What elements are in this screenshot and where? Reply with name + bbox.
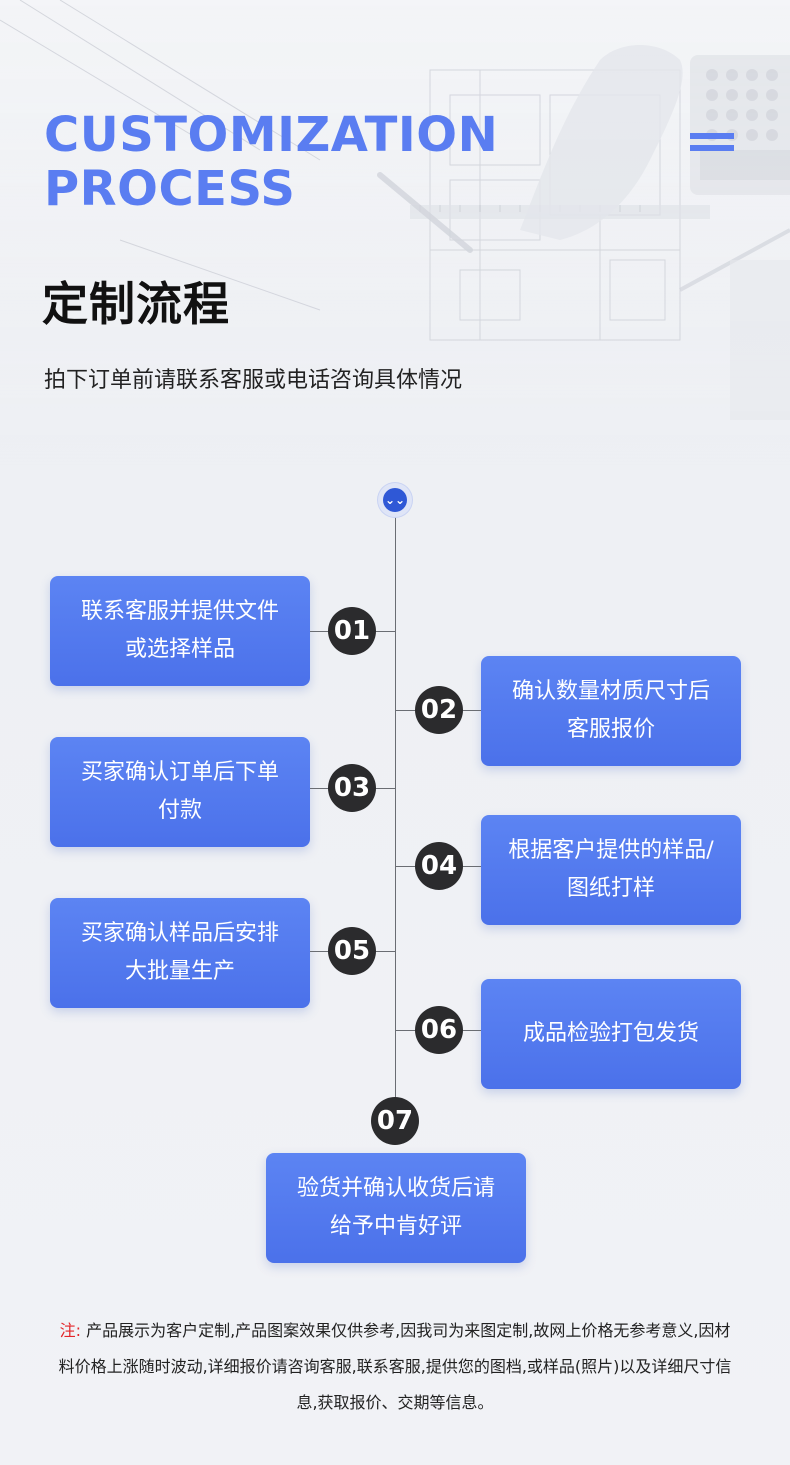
background-drawing-image: [0, 0, 790, 470]
english-title: CUSTOMIZATION PROCESS: [44, 108, 498, 216]
step-card-01: 联系客服并提供文件或选择样品: [50, 576, 310, 686]
step-number-06: 06: [415, 1006, 463, 1054]
step-card-06: 成品检验打包发货: [481, 979, 741, 1089]
step-text-01: 联系客服并提供文件或选择样品: [80, 599, 279, 662]
step-text-07: 验货并确认收货后请给予中肯好评: [296, 1176, 495, 1239]
page-title: 定制流程: [42, 277, 230, 331]
menu-bars-icon: [690, 133, 734, 157]
timeline-line: [395, 500, 396, 1100]
note-label: 注:: [59, 1321, 81, 1340]
step-number-07: 07: [371, 1097, 419, 1145]
step-text-06: 成品检验打包发货: [522, 1021, 699, 1046]
step-card-04: 根据客户提供的样品/图纸打样: [481, 815, 741, 925]
step-number-03: 03: [328, 764, 376, 812]
step-text-04: 根据客户提供的样品/图纸打样: [508, 838, 714, 901]
step-card-02: 确认数量材质尺寸后客服报价: [481, 656, 741, 766]
step-card-03: 买家确认订单后下单付款: [50, 737, 310, 847]
double-chevron-down-icon: ⌄⌄: [378, 483, 412, 517]
step-number-02: 02: [415, 686, 463, 734]
step-card-07: 验货并确认收货后请给予中肯好评: [266, 1153, 526, 1263]
disclaimer-note: 注: 产品展示为客户定制,产品图案效果仅供参考,因我司为来图定制,故网上价格无参…: [56, 1313, 734, 1421]
english-title-line1: CUSTOMIZATION: [44, 107, 499, 163]
english-title-line2: PROCESS: [44, 161, 296, 217]
step-card-05: 买家确认样品后安排大批量生产: [50, 898, 310, 1008]
step-text-03: 买家确认订单后下单付款: [80, 760, 279, 823]
step-text-02: 确认数量材质尺寸后客服报价: [511, 679, 710, 742]
step-text-05: 买家确认样品后安排大批量生产: [80, 921, 279, 984]
step-number-01: 01: [328, 607, 376, 655]
note-text: 产品展示为客户定制,产品图案效果仅供参考,因我司为来图定制,故网上价格无参考意义…: [58, 1321, 732, 1412]
step-number-05: 05: [328, 927, 376, 975]
step-number-04: 04: [415, 842, 463, 890]
subtitle: 拍下订单前请联系客服或电话咨询具体情况: [44, 368, 463, 393]
